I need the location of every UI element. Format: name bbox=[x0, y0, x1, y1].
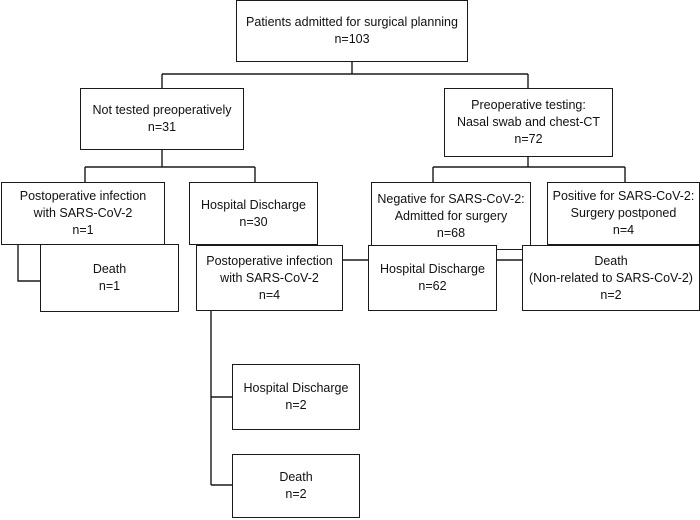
node-inf-hospital-discharge: Hospital Discharge n=2 bbox=[232, 364, 360, 430]
node-neg-death-detail: (Non-related to SARS-CoV-2) bbox=[529, 270, 693, 285]
node-nt-hospital-discharge-count: n=30 bbox=[239, 214, 268, 229]
node-not-tested-label: Not tested preoperatively bbox=[92, 103, 232, 117]
node-inf-death: Death n=2 bbox=[232, 454, 360, 518]
node-neg-postoperative-infection-count: n=4 bbox=[258, 287, 281, 302]
node-negative-label: Negative for SARS-CoV-2: bbox=[377, 191, 525, 206]
node-inf-hospital-discharge-count: n=2 bbox=[285, 398, 307, 412]
node-negative: Negative for SARS-CoV-2: Admitted for su… bbox=[371, 182, 531, 250]
node-admitted-label: Patients admitted for surgical planning bbox=[246, 15, 458, 29]
node-inf-death-label: Death bbox=[279, 470, 313, 484]
node-not-tested-count: n=31 bbox=[147, 120, 177, 134]
connector-tested-to-results bbox=[432, 157, 626, 182]
node-nt-hospital-discharge: Hospital Discharge n=30 bbox=[189, 182, 318, 245]
node-admitted: Patients admitted for surgical planning … bbox=[236, 0, 468, 62]
node-preoperative-testing-method: Nasal swab and chest-CT bbox=[456, 115, 601, 129]
node-nt-death-label: Death bbox=[92, 262, 127, 276]
node-nt-death-count: n=1 bbox=[98, 279, 121, 293]
node-neg-postoperative-infection-label: Postoperative infection bbox=[206, 253, 333, 268]
node-nt-postoperative-infection: Postoperative infection with SARS-CoV-2 … bbox=[1, 182, 165, 245]
connector-root-to-branches bbox=[161, 62, 529, 88]
connector-not-tested-to-outcomes bbox=[84, 150, 256, 182]
node-negative-detail: Admitted for surgery bbox=[394, 208, 508, 223]
node-neg-postoperative-infection-detail: with SARS-CoV-2 bbox=[220, 270, 319, 285]
node-positive-label: Positive for SARS-CoV-2: bbox=[552, 189, 695, 203]
node-neg-death-count: n=2 bbox=[600, 287, 622, 302]
node-negative-count: n=68 bbox=[436, 225, 466, 240]
node-neg-hospital-discharge-count: n=62 bbox=[418, 279, 447, 293]
node-nt-death: Death n=1 bbox=[40, 244, 179, 312]
node-neg-death-label: Death bbox=[594, 253, 628, 268]
node-preoperative-testing-label: Preoperative testing: bbox=[471, 98, 586, 112]
node-positive-count: n=4 bbox=[612, 223, 635, 237]
node-neg-death: Death (Non-related to SARS-CoV-2) n=2 bbox=[522, 245, 700, 311]
node-nt-postoperative-infection-detail: with SARS-CoV-2 bbox=[33, 206, 133, 220]
node-nt-hospital-discharge-label: Hospital Discharge bbox=[201, 197, 306, 212]
node-inf-hospital-discharge-label: Hospital Discharge bbox=[243, 381, 349, 395]
node-neg-hospital-discharge: Hospital Discharge n=62 bbox=[368, 245, 497, 311]
node-not-tested: Not tested preoperatively n=31 bbox=[80, 88, 244, 150]
node-neg-postoperative-infection: Postoperative infection with SARS-CoV-2 … bbox=[196, 245, 343, 311]
node-inf-death-count: n=2 bbox=[285, 487, 307, 501]
node-positive-detail: Surgery postponed bbox=[570, 206, 677, 220]
node-nt-postoperative-infection-count: n=1 bbox=[72, 223, 94, 237]
node-admitted-count: n=103 bbox=[334, 32, 370, 46]
node-positive: Positive for SARS-CoV-2: Surgery postpon… bbox=[547, 182, 700, 245]
connector-infection-to-outcomes bbox=[210, 311, 232, 486]
node-preoperative-testing-count: n=72 bbox=[514, 132, 543, 146]
node-nt-postoperative-infection-label: Postoperative infection bbox=[19, 189, 147, 203]
node-preoperative-testing: Preoperative testing: Nasal swab and che… bbox=[444, 88, 613, 157]
connector-nt-infection-to-death bbox=[17, 245, 40, 282]
node-neg-hospital-discharge-label: Hospital Discharge bbox=[380, 262, 485, 276]
